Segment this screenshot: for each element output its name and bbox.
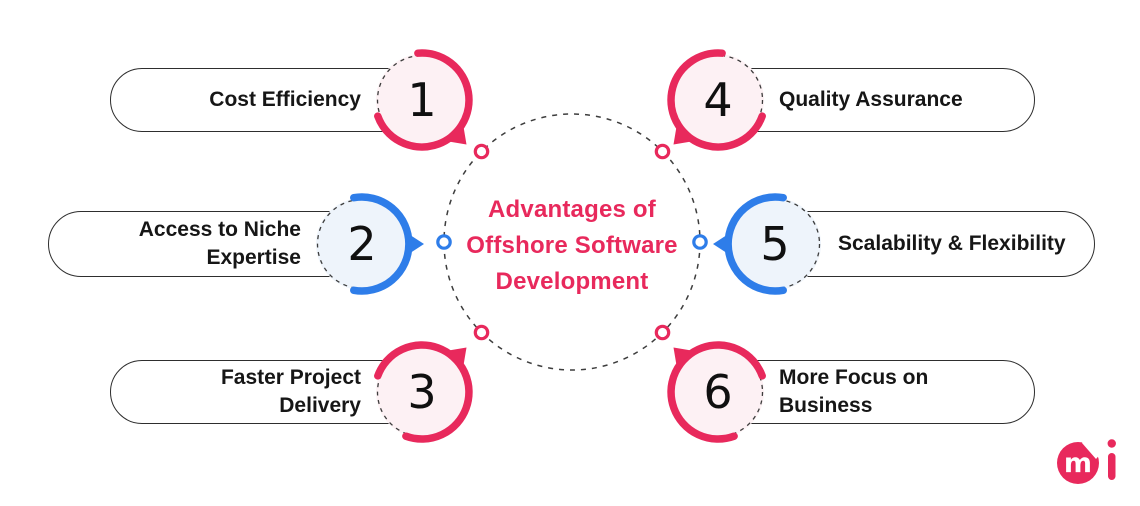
diagram-title-line-3: Development xyxy=(495,268,649,295)
connector-ring-left xyxy=(436,234,452,250)
item-pill-1: Cost Efficiency xyxy=(110,68,422,132)
pointer-tail-icon xyxy=(673,347,698,372)
item-label-1: Cost Efficiency xyxy=(209,87,361,111)
brand-logo: m xyxy=(1057,436,1116,484)
item-pill-6: More Focus on Business xyxy=(718,360,1035,424)
diagram-title-line-1: Advantages of xyxy=(488,196,656,223)
pointer-tail-icon xyxy=(673,120,698,145)
diagram-title: Advantages of Offshore Software Developm… xyxy=(422,192,722,300)
item-label-6: More Focus on Business xyxy=(779,365,929,417)
item-number-circle-2 xyxy=(316,193,424,295)
pointer-tail-icon xyxy=(442,120,467,145)
item-number-circle-5 xyxy=(713,193,821,295)
item-number-circle-6 xyxy=(667,341,766,443)
connector-ring-top-left xyxy=(473,143,490,160)
item-label-3: Faster Project Delivery xyxy=(220,365,361,417)
item-number-circle-1 xyxy=(374,49,473,151)
item-number-circle-4 xyxy=(667,49,766,151)
item-pill-3: Faster Project Delivery xyxy=(110,360,422,424)
item-pill-2: Access to Niche Expertise xyxy=(48,211,362,277)
connector-ring-bottom-left xyxy=(473,324,490,341)
connector-ring-bottom-right xyxy=(654,324,671,341)
item-pill-5: Scalability & Flexibility xyxy=(775,211,1095,277)
item-number-circle-3 xyxy=(374,341,473,443)
connector-ring-top-right xyxy=(654,143,671,160)
item-label-5: Scalability & Flexibility xyxy=(838,231,1066,255)
pointer-tail-icon xyxy=(713,232,732,256)
connector-ring-right xyxy=(692,234,708,250)
item-label-2: Access to Niche Expertise xyxy=(138,217,301,269)
pointer-tail-icon xyxy=(442,347,467,372)
diagram-title-line-2: Offshore Software xyxy=(466,232,678,259)
item-pill-4: Quality Assurance xyxy=(718,68,1035,132)
logo-monogram-m: m xyxy=(1064,448,1092,479)
pointer-tail-icon xyxy=(405,232,424,256)
item-label-4: Quality Assurance xyxy=(779,87,963,111)
